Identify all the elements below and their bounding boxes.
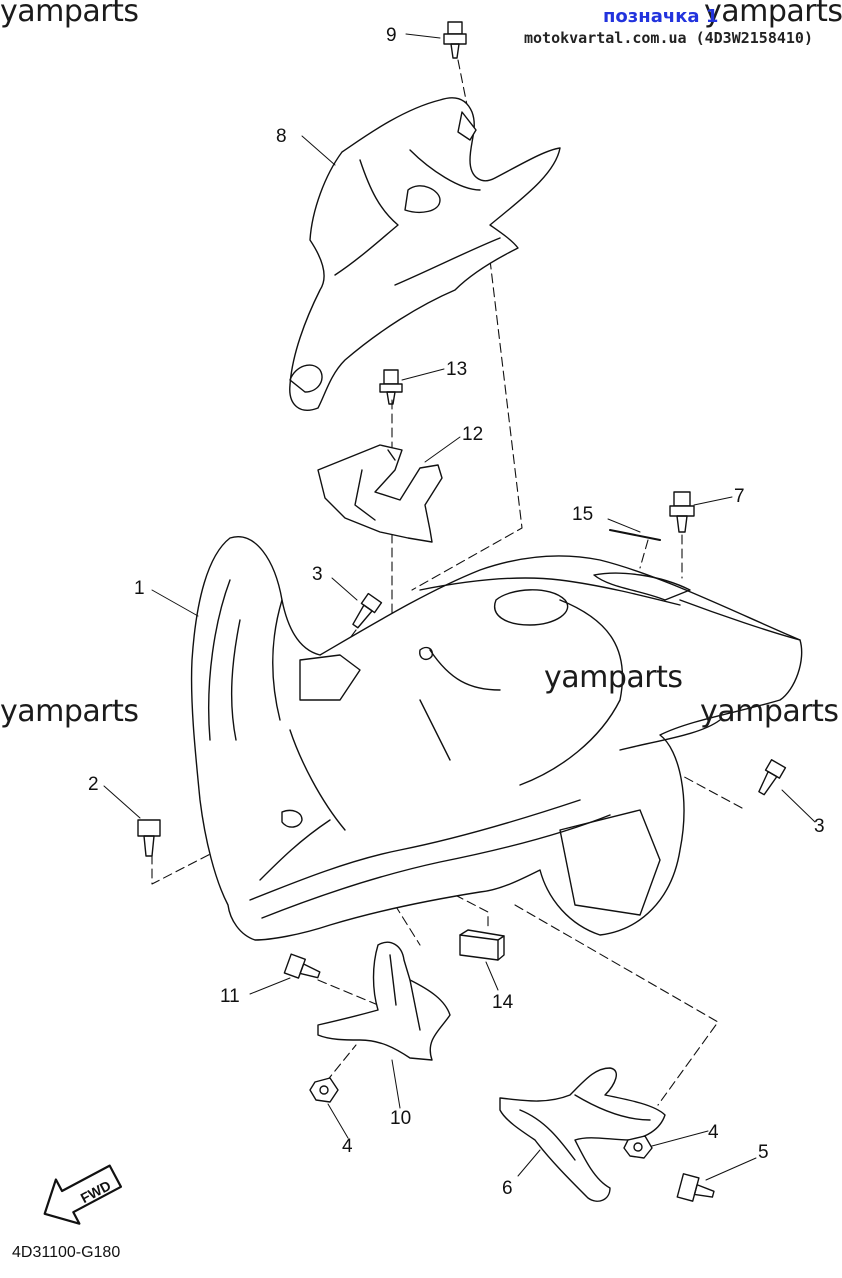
bolt-3-upper-icon: [352, 592, 383, 629]
callout-2: 2: [88, 774, 99, 795]
watermark-mid-right: yamparts: [700, 694, 839, 729]
callout-15: 15: [572, 504, 593, 525]
callout-7: 9: [386, 25, 397, 46]
diagram-code: 4D31100-G180: [12, 1244, 121, 1261]
bolt-7-icon: [443, 21, 467, 59]
label-link[interactable]: позначка 1: [603, 6, 719, 27]
site-caption: motokvartal.com.ua (4D3W2158410): [524, 29, 813, 47]
upper-cowl-6: [289, 97, 561, 411]
stay-10: [317, 941, 451, 1061]
callout-14: 14: [492, 992, 514, 1013]
bolt-11-icon: [283, 953, 321, 979]
nut-4-right-icon: [623, 1135, 653, 1159]
callout-12: 12: [462, 424, 483, 445]
nut-4-left-icon: [309, 1077, 339, 1103]
callout-10: 10: [390, 1108, 411, 1129]
callout-4-right: 4: [708, 1122, 719, 1143]
watermark-top-right: yamparts: [704, 0, 842, 29]
callout-5: 7: [734, 486, 745, 507]
callout-11: 11: [220, 986, 240, 1007]
callout-6: 8: [276, 126, 287, 147]
bolt-9-icon: [676, 1173, 715, 1202]
pad-14: [459, 929, 505, 961]
fwd-arrow-icon: [43, 1164, 123, 1225]
bolt-2-icon: [137, 819, 161, 857]
bolt-13-icon: [379, 369, 403, 405]
watermark-mid-center: yamparts: [544, 660, 683, 695]
callout-4-left: 4: [342, 1136, 353, 1157]
callout-3-right: 3: [814, 816, 825, 837]
bracket-12: [317, 444, 443, 543]
callout-9: 5: [758, 1142, 769, 1163]
callout-1: 1: [134, 578, 145, 599]
stay-8: [499, 1067, 666, 1202]
watermark-mid-left: yamparts: [0, 694, 139, 729]
callout-13: 13: [446, 359, 467, 380]
callout-3-upper: 3: [312, 564, 323, 585]
watermark-top-left: yamparts: [0, 0, 139, 29]
front-fender-1: [190, 536, 803, 941]
bolt-3-right-icon: [758, 759, 787, 796]
callout-8: 6: [502, 1178, 513, 1199]
bolt-5-icon: [669, 491, 695, 533]
